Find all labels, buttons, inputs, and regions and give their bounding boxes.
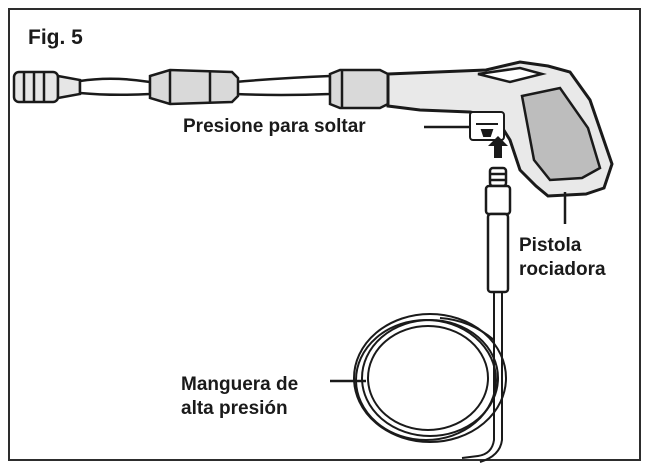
lance-coupler	[148, 68, 240, 106]
insert-arrow-icon	[488, 136, 508, 158]
gun-grip-detail	[477, 66, 602, 182]
hose-callout-line1: Manguera de	[181, 374, 299, 395]
figure-label: Fig. 5	[28, 26, 83, 49]
high-pressure-hose	[353, 292, 507, 463]
spray-gun-callout: Pistola rociadora	[519, 234, 606, 282]
nozzle-tip	[12, 70, 82, 104]
release-button	[469, 111, 505, 141]
spray-gun-callout-line1: Pistola	[519, 235, 582, 256]
release-callout: Presione para soltar	[183, 116, 366, 137]
gun-collar	[328, 68, 390, 110]
hose-callout: Manguera de alta presión	[181, 373, 298, 421]
hose-connector	[484, 166, 512, 294]
spray-gun-callout-line2: rociadora	[519, 259, 606, 280]
hose-callout-line2: alta presión	[181, 398, 288, 419]
lance-wand	[78, 74, 332, 97]
